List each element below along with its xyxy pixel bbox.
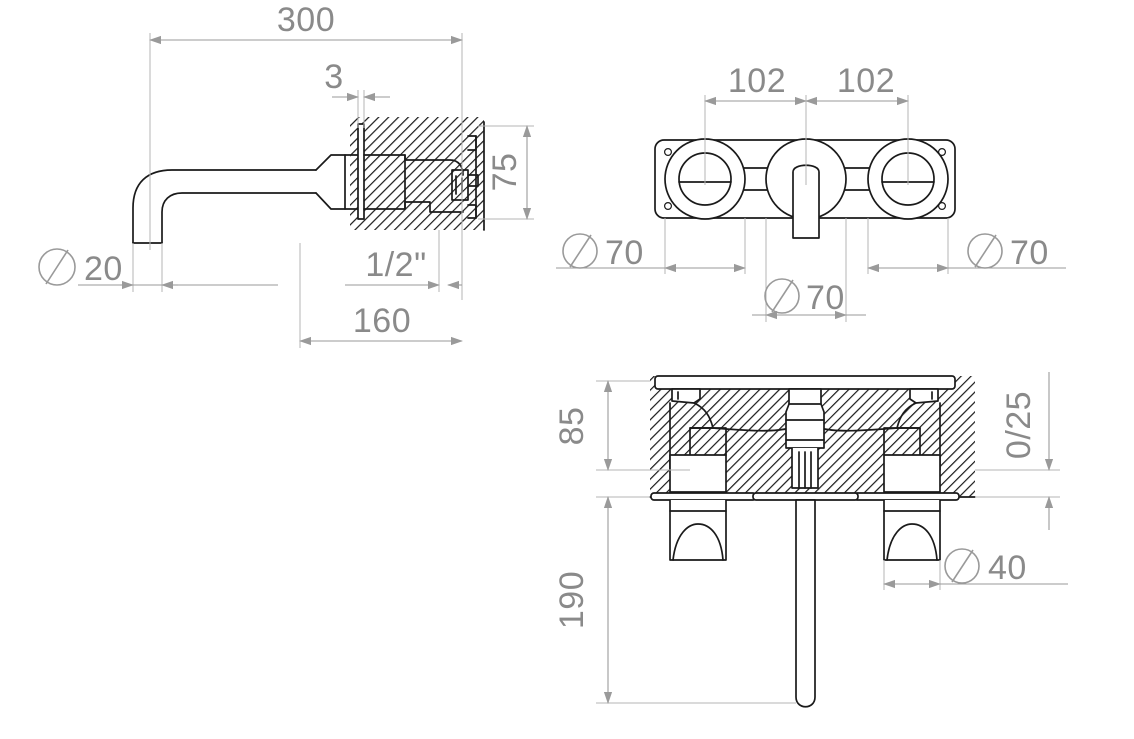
dimension-dia-70-right-label: 70 [1010,234,1049,272]
dimension-dia-20: 20 [38,243,278,292]
wall-hatching-side [350,117,484,230]
dimension-dia-70-right: 70 [867,218,1066,274]
dimension-160-label: 160 [353,302,411,340]
dimension-half-inch: 1/2" [345,230,462,292]
internal-valve-bodies [669,388,941,493]
dimension-3-label: 3 [324,58,343,96]
dimension-300: 300 [149,1,463,300]
dimension-85: 85 [553,380,690,471]
dimension-dia-70-center: 70 [752,218,866,322]
screw-bottom-left-icon [663,202,672,211]
dimension-102-right-label: 102 [837,62,895,100]
spout-outline [132,154,363,244]
right-handle-exterior [853,492,960,561]
diameter-symbol-icon-70-left [562,233,598,269]
dimension-85-label: 85 [553,407,591,446]
front-elevation-view: 102 102 70 70 [556,62,1066,322]
dimension-3: 3 [324,58,390,128]
center-spout-lever [752,492,859,708]
dimension-dia-70-center-label: 70 [806,279,845,317]
dimension-dia-20-label: 20 [84,250,123,288]
dimension-0-25: 0/25 [975,372,1060,530]
bottom-section-view: 85 0/25 190 40 [553,372,1068,708]
side-section-view: 300 3 75 1/2" 160 [38,1,534,348]
dimension-dia-40: 40 [883,548,1068,590]
dimension-dia-70-left: 70 [556,218,746,274]
diameter-symbol-icon-20 [38,248,76,286]
dimension-half-inch-label: 1/2" [365,246,426,284]
diameter-symbol-icon-40 [944,548,980,584]
dimension-75: 75 [478,125,534,220]
dimension-190-label: 190 [553,571,591,629]
dimension-0-25-label: 0/25 [1000,391,1038,459]
dimension-300-label: 300 [277,1,335,39]
left-handle-exterior [650,492,757,561]
dimension-102-left-label: 102 [728,62,786,100]
diameter-symbol-icon-70-center [764,278,800,314]
dimension-75-label: 75 [486,153,524,192]
diameter-symbol-icon-70-right [967,233,1003,269]
cover-plate-bottom [654,375,956,390]
escutcheon-plate-side [357,123,365,220]
screw-top-left-icon [663,148,672,157]
dimension-160: 160 [299,243,463,348]
dimension-190: 190 [553,496,796,704]
dimension-dia-70-left-label: 70 [605,234,644,272]
dimension-102-pair: 102 102 [704,62,909,185]
dimension-dia-40-label: 40 [988,549,1027,587]
